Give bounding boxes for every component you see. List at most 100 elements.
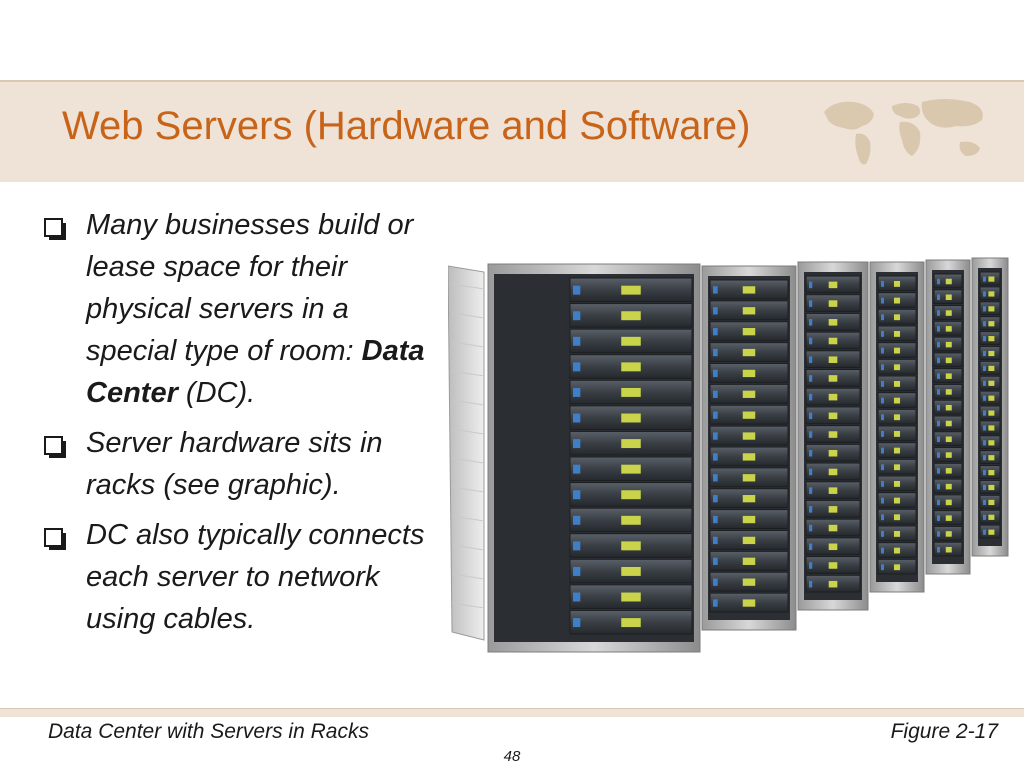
server-display xyxy=(893,464,901,471)
server-display xyxy=(893,314,901,321)
server-display xyxy=(893,514,901,521)
server-display xyxy=(988,529,995,535)
server-indicator xyxy=(573,490,581,500)
server-indicator xyxy=(573,515,581,525)
server-indicator xyxy=(983,276,986,282)
checkbox-bullet-icon xyxy=(44,528,63,547)
server-display xyxy=(621,311,641,321)
server-display xyxy=(945,436,952,443)
server-indicator xyxy=(937,341,940,348)
server-display xyxy=(945,404,952,411)
server-indicator xyxy=(937,499,940,506)
server-display xyxy=(621,413,641,423)
server-display xyxy=(828,468,838,476)
server-indicator xyxy=(881,431,884,437)
server-indicator xyxy=(713,432,718,440)
server-display xyxy=(742,578,756,586)
server-indicator xyxy=(937,404,940,411)
server-display xyxy=(621,618,641,628)
slide-title: Web Servers (Hardware and Software) xyxy=(62,104,751,148)
bullet-bold-term: Data Center xyxy=(86,335,425,409)
server-indicator xyxy=(983,499,986,506)
server-display xyxy=(988,276,995,282)
server-display xyxy=(828,300,838,307)
server-display xyxy=(945,389,952,395)
server-display xyxy=(742,557,756,565)
server-indicator xyxy=(881,531,884,537)
server-indicator xyxy=(881,547,884,554)
server-indicator xyxy=(573,464,581,474)
server-display xyxy=(893,531,901,537)
server-display xyxy=(828,449,838,457)
server-display xyxy=(988,380,995,386)
server-indicator xyxy=(573,439,581,449)
side-panel-line xyxy=(451,341,485,348)
server-indicator xyxy=(881,314,884,321)
server-display xyxy=(988,350,995,357)
server-display xyxy=(988,395,995,401)
server-display xyxy=(828,543,838,551)
side-panel-line xyxy=(451,515,485,522)
server-display xyxy=(945,515,952,521)
server-indicator xyxy=(983,440,986,446)
server-display xyxy=(893,564,901,571)
server-display xyxy=(988,336,995,342)
server-indicator xyxy=(809,431,813,438)
server-display xyxy=(621,592,641,602)
server-display xyxy=(828,506,838,513)
server-indicator xyxy=(937,278,940,285)
server-display xyxy=(621,541,641,551)
footer-band xyxy=(0,708,1024,717)
server-indicator xyxy=(809,281,813,289)
server-indicator xyxy=(573,618,581,628)
server-display xyxy=(742,307,756,315)
side-panel-line xyxy=(451,399,485,406)
server-indicator xyxy=(809,375,813,382)
server-display xyxy=(893,364,901,371)
server-indicator xyxy=(713,578,718,586)
server-display xyxy=(621,439,641,449)
bullet-text-tail: (DC). xyxy=(177,377,256,409)
checkbox-bullet-icon xyxy=(44,218,63,237)
server-indicator xyxy=(713,286,718,294)
server-display xyxy=(988,291,995,297)
server-display xyxy=(828,337,838,345)
server-indicator xyxy=(983,306,986,312)
server-display xyxy=(893,431,901,437)
server-indicator xyxy=(937,357,940,364)
server-display xyxy=(945,452,952,458)
server-indicator xyxy=(809,319,813,326)
server-indicator xyxy=(809,412,813,420)
server-display xyxy=(742,495,756,503)
server-indicator xyxy=(573,285,581,295)
server-indicator xyxy=(573,336,581,346)
server-indicator xyxy=(983,410,986,416)
server-indicator xyxy=(983,380,986,386)
server-indicator xyxy=(983,336,986,342)
server-indicator xyxy=(881,397,884,404)
server-indicator xyxy=(713,390,718,398)
server-indicator xyxy=(713,495,718,503)
server-indicator xyxy=(713,557,718,565)
server-indicator xyxy=(573,592,581,602)
server-indicator xyxy=(983,529,986,535)
server-display xyxy=(828,412,838,420)
server-indicator xyxy=(983,365,986,372)
server-display xyxy=(893,381,901,387)
server-indicator xyxy=(573,311,581,321)
server-rack-image xyxy=(448,257,1009,653)
server-display xyxy=(828,580,838,588)
server-indicator xyxy=(881,281,884,287)
server-display xyxy=(988,365,995,372)
server-indicator xyxy=(881,414,884,421)
server-indicator xyxy=(809,543,813,551)
bullet-text: DC also typically connects each server t… xyxy=(86,519,425,635)
server-display xyxy=(828,356,838,363)
title-band xyxy=(0,80,1024,182)
server-indicator xyxy=(573,541,581,551)
server-display xyxy=(988,425,995,431)
server-display xyxy=(828,375,838,382)
side-panel-line xyxy=(451,544,485,551)
server-indicator xyxy=(809,580,813,588)
server-indicator xyxy=(983,425,986,431)
